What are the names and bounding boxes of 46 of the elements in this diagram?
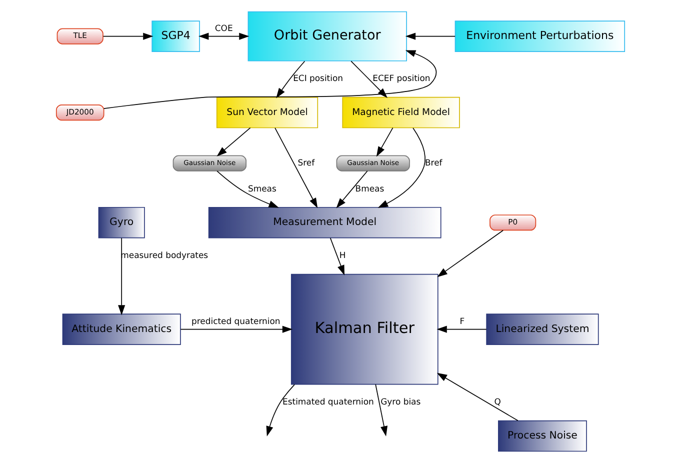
edge-label: H	[339, 250, 346, 260]
arrow	[274, 128, 318, 208]
arrow	[378, 128, 426, 208]
arrow	[375, 384, 388, 436]
edge-label: Gyro bias	[380, 396, 421, 407]
node-box: Environment Perturbations	[454, 20, 626, 52]
edge-label: Bmeas	[355, 183, 384, 194]
edge-label: Estimated quaternion	[282, 396, 374, 407]
arrow	[336, 170, 368, 208]
node-box: Attitude Kinematics	[62, 314, 181, 345]
edge-label: Bref	[425, 157, 442, 168]
node-box: Process Noise	[498, 420, 587, 452]
node-box: Linearized System	[486, 314, 599, 345]
arrow	[330, 238, 344, 276]
node-box: P0	[490, 214, 536, 231]
node-box: Sun Vector Model	[216, 96, 318, 128]
arrow	[104, 50, 437, 109]
arrow	[216, 127, 251, 156]
arrow	[216, 170, 279, 208]
node-box: JD2000	[56, 104, 104, 121]
node-box: Measurement Model	[208, 206, 442, 238]
arrow	[198, 32, 250, 40]
node-box: Kalman Filter	[290, 274, 438, 385]
arrow	[266, 384, 295, 436]
node-box: Magnetic Field Model	[342, 96, 460, 128]
edge-label: predicted quaternion	[192, 316, 280, 326]
arrow	[118, 238, 126, 316]
arrow	[436, 326, 487, 333]
node-box: Orbit Generator	[248, 11, 407, 62]
edge-label: Sref	[298, 157, 315, 168]
node-box: TLE	[56, 28, 104, 44]
edge-label: ECI position	[293, 73, 344, 84]
arrow	[376, 127, 394, 157]
node-box: Gyro	[98, 206, 145, 238]
edge-label: ECEF position	[372, 73, 430, 84]
arrow	[436, 372, 518, 422]
arrow	[276, 60, 306, 98]
edge-label: Smeas	[248, 183, 276, 194]
arrow	[437, 230, 504, 278]
node-box: SGP4	[152, 20, 200, 52]
edge-label: Q	[494, 396, 501, 407]
arrow	[405, 32, 456, 40]
edge-label: COE	[214, 23, 233, 34]
arrow	[102, 32, 154, 40]
arrow	[180, 326, 293, 333]
edge-label: F	[460, 316, 465, 326]
